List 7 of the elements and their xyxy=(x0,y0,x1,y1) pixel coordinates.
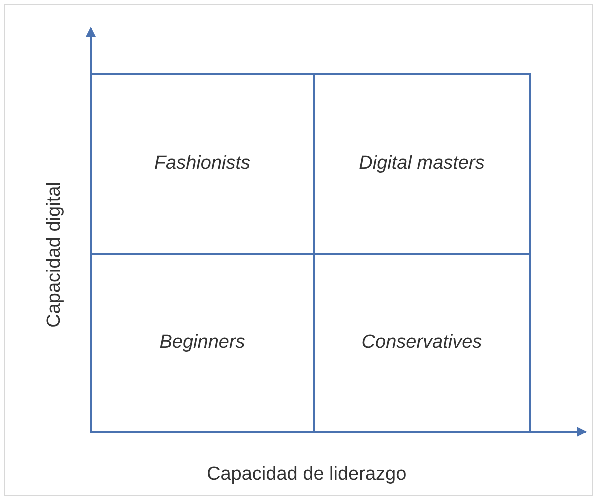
quadrant-label: Digital masters xyxy=(359,153,485,175)
axis-title: Capacidad de liderazgo xyxy=(207,464,407,486)
quadrant-label: Beginners xyxy=(160,332,246,354)
quadrant-label: Conservatives xyxy=(362,332,482,354)
quadrant-label: Fashionists xyxy=(154,153,251,175)
axis-title: Capacidad digital xyxy=(44,182,66,328)
quadrant-cell xyxy=(313,73,531,255)
